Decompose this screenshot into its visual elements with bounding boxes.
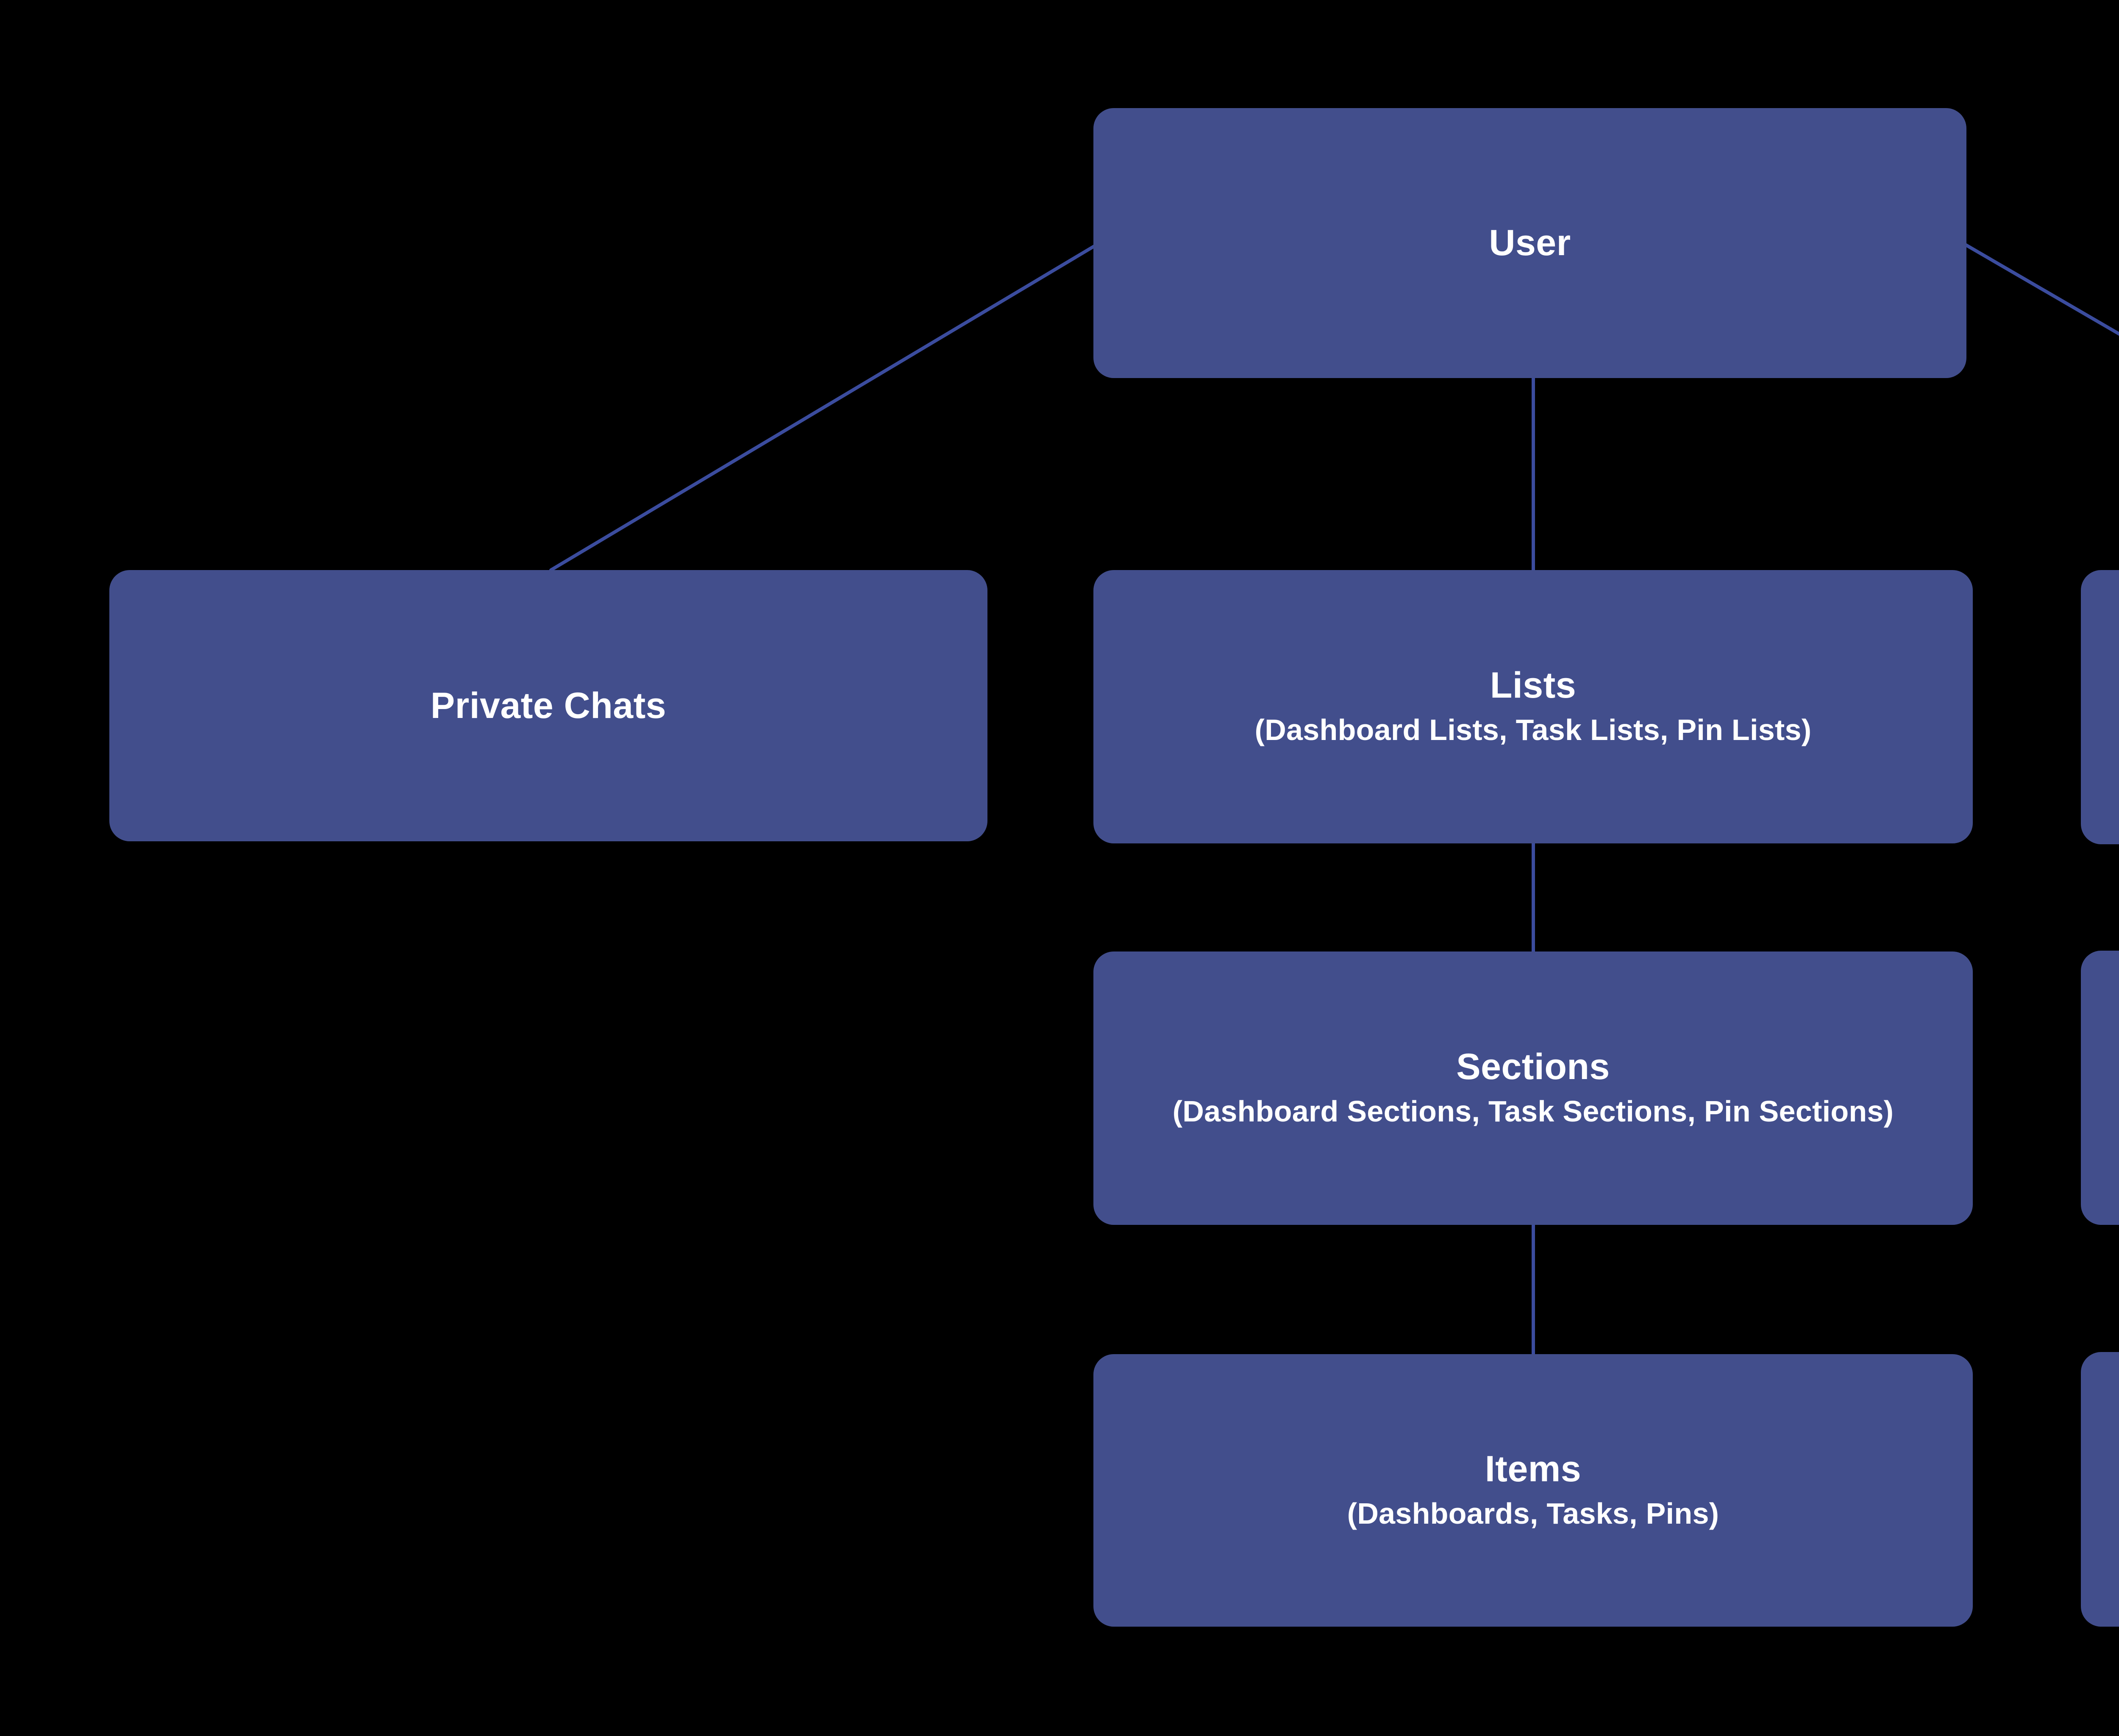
node-title-items: Items bbox=[1485, 1449, 1582, 1490]
node-subtitle-lists: (Dashboard Lists, Task Lists, Pin Lists) bbox=[1254, 713, 1812, 747]
node-sections[interactable]: Sections (Dashboard Sections, Task Sectio… bbox=[1093, 951, 1973, 1225]
node-title-sections: Sections bbox=[1456, 1046, 1610, 1088]
edge-user-to-organizations bbox=[1958, 240, 2119, 336]
node-title-private-chats: Private Chats bbox=[430, 685, 667, 726]
node-title-lists: Lists bbox=[1490, 665, 1577, 706]
node-projects[interactable]: Projects bbox=[2081, 1352, 2119, 1627]
node-user[interactable]: User bbox=[1093, 108, 1966, 378]
node-items[interactable]: Items (Dashboards, Tasks, Pins) bbox=[1093, 1354, 1973, 1627]
node-organizations[interactable]: Organizations bbox=[2081, 570, 2119, 844]
edge-user-to-private-chats bbox=[549, 240, 1104, 572]
node-lists[interactable]: Lists (Dashboard Lists, Task Lists, Pin L… bbox=[1093, 570, 1973, 843]
node-subtitle-sections: (Dashboard Sections, Task Sections, Pin … bbox=[1172, 1095, 1894, 1128]
node-private-chats[interactable]: Private Chats bbox=[109, 570, 987, 841]
node-workspaces[interactable]: Workspaces bbox=[2081, 951, 2119, 1225]
node-subtitle-items: (Dashboards, Tasks, Pins) bbox=[1347, 1497, 1719, 1530]
node-title-user: User bbox=[1489, 223, 1571, 264]
